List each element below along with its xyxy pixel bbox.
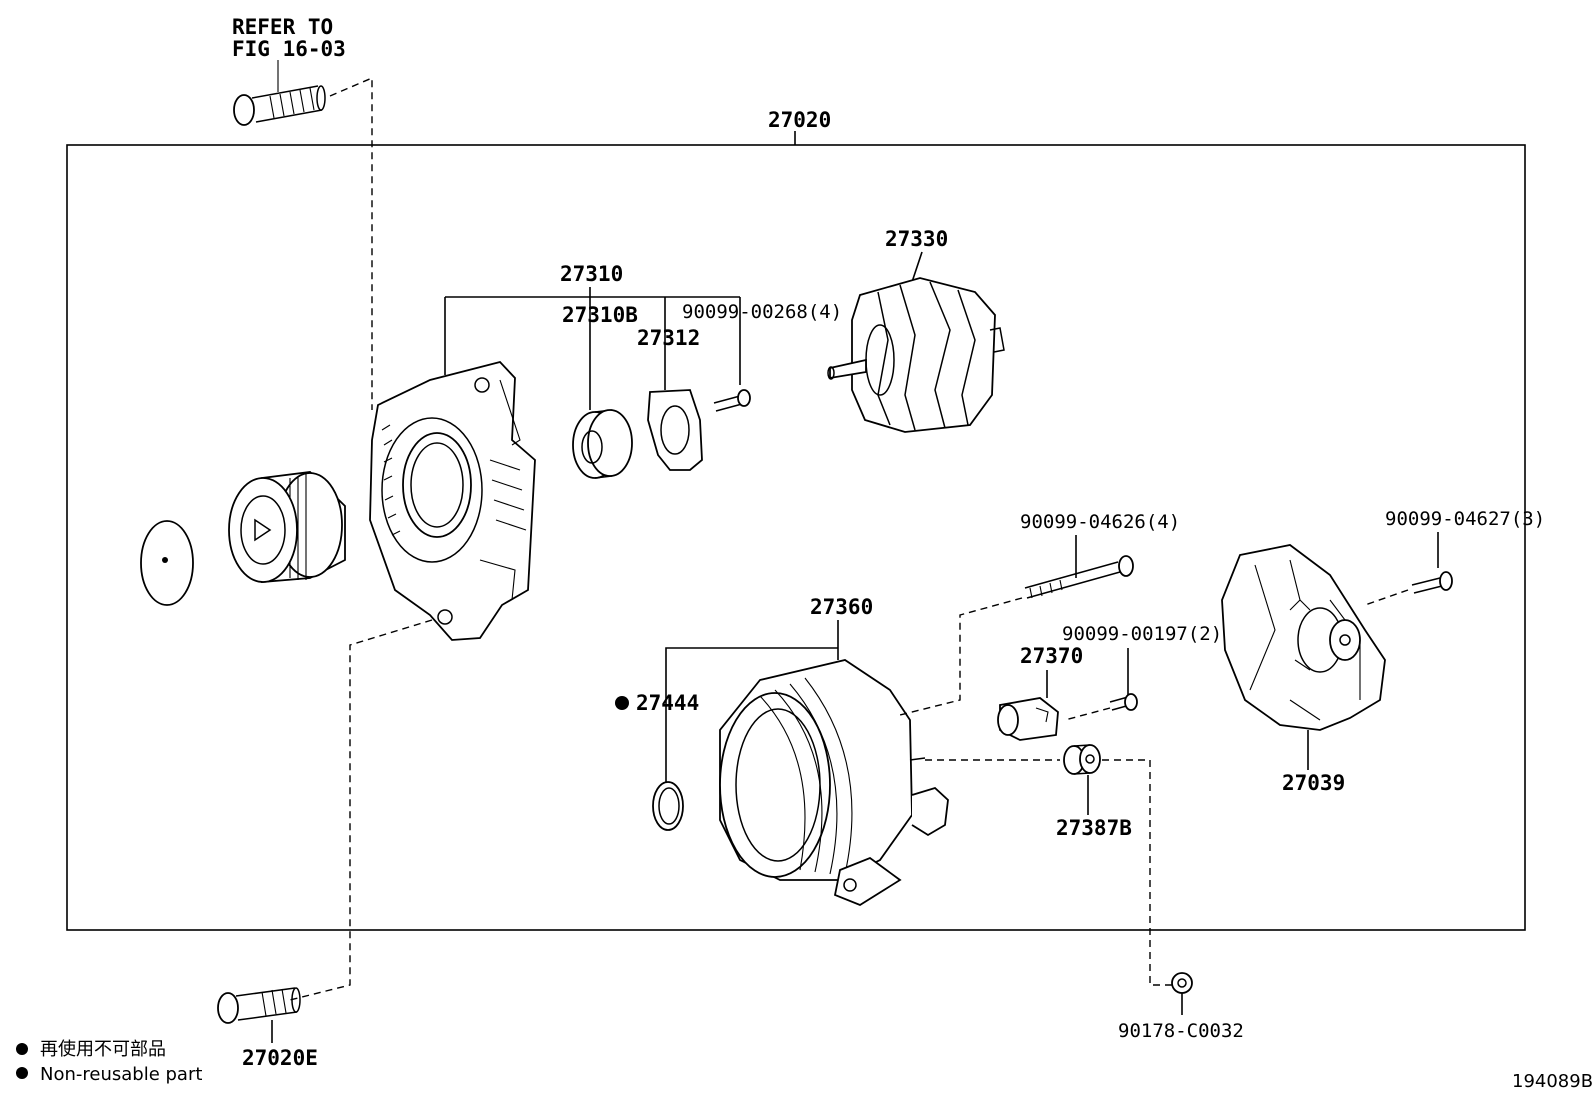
bracket-27310 xyxy=(444,287,741,410)
label-90178-C0032[interactable]: 90178-C0032 xyxy=(1118,1020,1244,1042)
assembly-boundary-box xyxy=(66,144,1526,931)
legend-japanese-text: 再使用不可部品 xyxy=(40,1039,166,1060)
through-bolt-90099-04626 xyxy=(1024,555,1134,599)
screw-90099-00268 xyxy=(713,389,751,412)
screw-90099-00197 xyxy=(1109,693,1138,711)
label-27310[interactable]: 27310 xyxy=(560,262,623,286)
assembly-number-label[interactable]: 27020 xyxy=(768,108,831,132)
non-reusable-marker-27444 xyxy=(615,696,629,710)
refer-note-line2: FIG 16-03 xyxy=(232,37,346,61)
top-bolt-guide-line xyxy=(329,76,373,410)
label-90099-00197[interactable]: 90099-00197(2) xyxy=(1062,623,1222,645)
terminal-27370 xyxy=(997,697,1059,741)
drive-end-frame xyxy=(369,360,536,641)
legend-bullet-japanese xyxy=(16,1043,28,1055)
label-27330[interactable]: 27330 xyxy=(885,227,948,251)
bushing-27387B xyxy=(1063,744,1101,775)
label-27387B[interactable]: 27387B xyxy=(1056,816,1132,840)
label-27360[interactable]: 27360 xyxy=(810,595,873,619)
rear-cover-27039 xyxy=(1221,544,1386,731)
retainer-plate-27312 xyxy=(647,389,703,471)
bracket-27360 xyxy=(665,620,839,785)
label-90099-04627[interactable]: 90099-04627(3) xyxy=(1385,508,1545,530)
alternator-pulley xyxy=(228,471,346,583)
nut-90178-C0032 xyxy=(1171,972,1193,994)
through-bolt-guide-line xyxy=(899,597,1023,716)
top-mounting-bolt xyxy=(233,60,326,126)
legend-bullet-english xyxy=(16,1067,28,1079)
label-90099-04626[interactable]: 90099-04626(4) xyxy=(1020,511,1180,533)
leader-27330 xyxy=(911,251,923,283)
label-27444[interactable]: 27444 xyxy=(636,691,699,715)
bearing-27310B xyxy=(572,409,633,479)
nut-guide-line xyxy=(925,759,1172,986)
screw-90099-04627 xyxy=(1411,571,1453,594)
pulley-cover-disk xyxy=(140,520,194,606)
label-27039[interactable]: 27039 xyxy=(1282,771,1345,795)
label-27020E[interactable]: 27020E xyxy=(242,1046,318,1070)
rotor-27330 xyxy=(827,277,1005,433)
stator-27360 xyxy=(719,659,949,907)
label-90099-00268[interactable]: 90099-00268(4) xyxy=(682,301,842,323)
oring-27444 xyxy=(652,781,684,831)
label-27312[interactable]: 27312 xyxy=(637,326,700,350)
label-27310B[interactable]: 27310B xyxy=(562,303,638,327)
figure-code: 194089B xyxy=(1512,1071,1592,1092)
refer-note-line1: REFER TO xyxy=(232,15,333,39)
bolt-27020E xyxy=(217,987,301,1024)
legend-english-text: Non-reusable part xyxy=(40,1064,202,1085)
lower-bolt-guide-line xyxy=(289,619,433,1001)
screw-04627-guide-line xyxy=(1364,589,1409,606)
label-27370[interactable]: 27370 xyxy=(1020,644,1083,668)
screw-00197-guide-line xyxy=(1064,707,1111,721)
